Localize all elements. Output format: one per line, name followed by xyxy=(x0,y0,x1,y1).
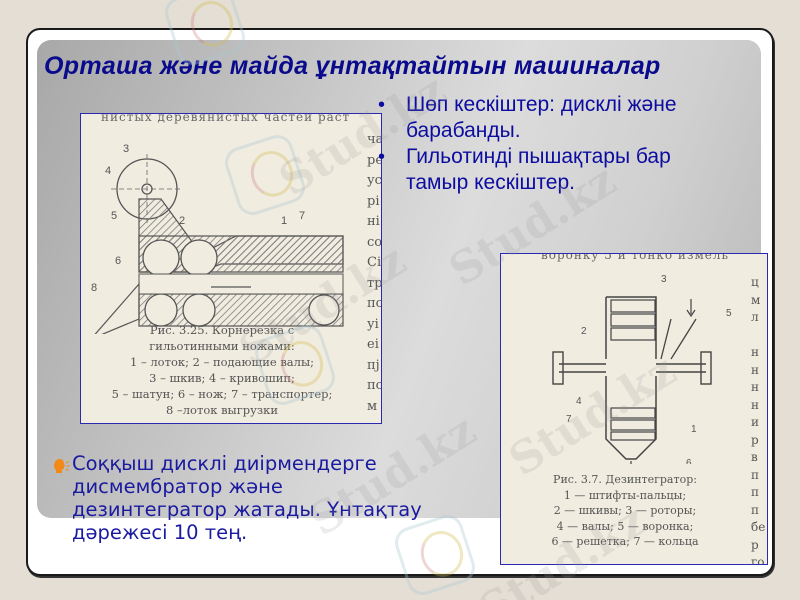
bullet-line: Шөп кескіштер: дисклі және xyxy=(406,93,677,116)
figure-top-text: нистых деревянистых частей раст xyxy=(101,113,351,124)
label-2: 2 xyxy=(581,326,587,337)
figure-caption: Рис. 3.7. Дезинтегратор: 1 — штифты-паль… xyxy=(551,473,699,548)
bullet-line: тамыр кескіштер. xyxy=(406,171,575,194)
bullet-dot-icon: • xyxy=(378,146,386,168)
bullet-line: Гильотинді пышақтары бар xyxy=(406,145,671,168)
bullet-dot-icon: • xyxy=(378,94,386,116)
label-2: 2 xyxy=(179,215,185,227)
figure-side-text: ц м л н н н н и р в п п п бе р го xyxy=(751,275,766,565)
figure-disintegrator: воронку 5 и тонко измель 3 2 5 4 7 1 6 Р… xyxy=(500,253,768,565)
disintegrator-diagram: 3 2 5 4 7 1 6 xyxy=(552,274,732,464)
root-cutter-diagram: 3 4 5 2 1 7 6 8 xyxy=(91,143,344,334)
bottom-bullet: Соққыш дисклі диірмендерге дисмембратор … xyxy=(52,452,502,544)
label-7: 7 xyxy=(299,210,305,222)
figure-root-cutter: нистых деревянистых частей раст 3 4 5 2 … xyxy=(80,113,382,424)
bullet-item: • Шөп кескіштер: дисклі және барабанды. xyxy=(372,92,762,144)
slide-title: Орташа және майда ұнтақтайтын машиналар xyxy=(44,52,661,80)
figure-side-text: ча ре ус рі ні со Сі тр пс уі еі пј пс м… xyxy=(367,132,382,423)
label-4: 4 xyxy=(105,165,111,177)
figure-top-text: воронку 5 и тонко измель xyxy=(541,253,730,262)
label-3: 3 xyxy=(661,274,667,285)
bullet-list-right: • Шөп кескіштер: дисклі және барабанды. … xyxy=(372,92,762,196)
label-1: 1 xyxy=(281,215,287,227)
bullet-line: барабанды. xyxy=(406,119,521,142)
bottom-bullet-text: Соққыш дисклі диірмендерге дисмембратор … xyxy=(72,452,422,544)
label-6: 6 xyxy=(115,255,121,267)
label-6: 6 xyxy=(686,458,692,464)
label-7: 7 xyxy=(566,414,572,425)
figure-caption: Рис. 3.25. Корнерезка с гильотинными нож… xyxy=(111,323,333,417)
label-5: 5 xyxy=(726,308,732,319)
label-3: 3 xyxy=(123,143,129,155)
bullet-item: • Гильотинді пышақтары бар тамыр кескішт… xyxy=(372,144,762,196)
speaking-head-icon xyxy=(54,459,70,473)
label-1: 1 xyxy=(691,424,697,435)
label-4: 4 xyxy=(576,396,582,407)
label-5: 5 xyxy=(111,210,117,222)
label-8: 8 xyxy=(91,282,97,294)
